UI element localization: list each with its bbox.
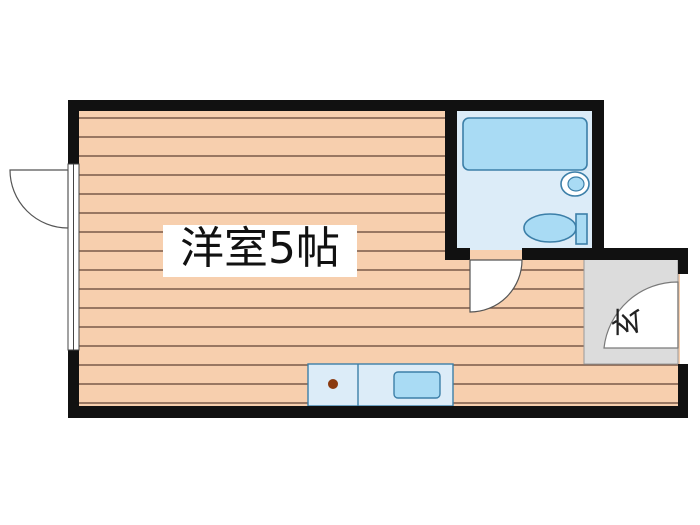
washbasin-bowl [567, 176, 585, 192]
toilet [523, 213, 577, 243]
entrance-label: 玄 [611, 307, 646, 337]
bathroom-door-swing [469, 259, 523, 313]
balcony-door-swing [9, 169, 69, 229]
room-label: 洋室5帖 [180, 223, 340, 274]
window [67, 163, 80, 351]
bathtub [462, 117, 588, 171]
kitchen-stove [328, 379, 338, 389]
walls [68, 100, 688, 418]
room-label-background [163, 225, 357, 277]
kitchen-sink [393, 371, 441, 399]
entrance-door-swing [603, 281, 679, 349]
toilet-tank [575, 213, 588, 245]
